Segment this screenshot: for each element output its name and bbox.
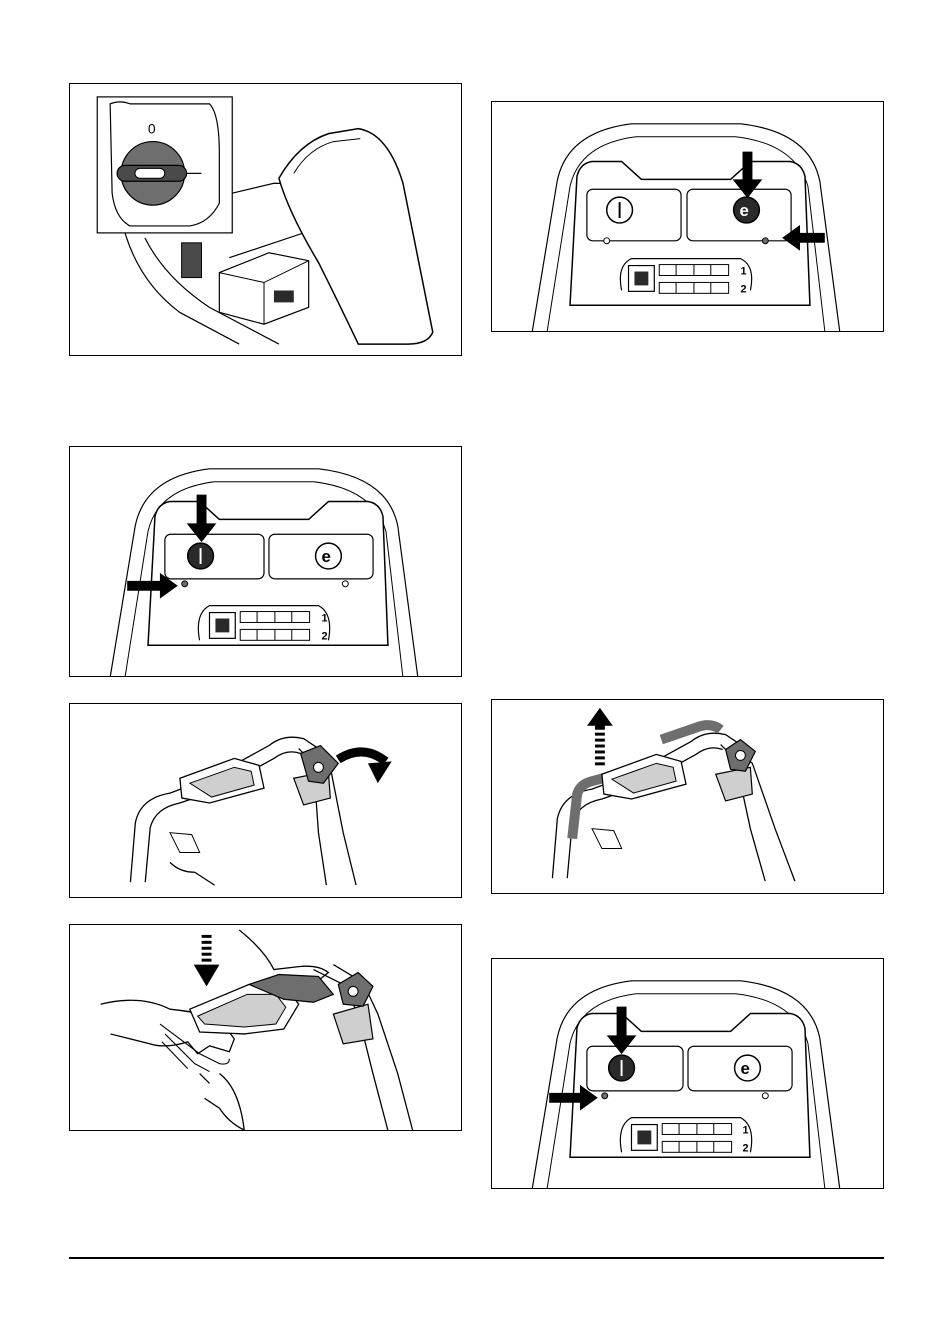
figure-panel-power: e 1 2: [69, 446, 462, 677]
battery-level-1-label: 1: [741, 265, 747, 277]
stop-button-icon: [631, 1125, 657, 1151]
svg-text:e: e: [322, 547, 331, 566]
eco-button-icon: e: [316, 543, 342, 569]
stop-button-icon: [629, 266, 655, 292]
figure-battery-compartment: 0: [69, 83, 462, 356]
arrow-icon: [338, 752, 391, 783]
figure-handle-lever: [69, 703, 462, 898]
svg-text:e: e: [740, 201, 749, 220]
figure-hands-press-handle: [69, 924, 462, 1131]
arrow-icon: [194, 935, 220, 986]
battery-level-2-label: 2: [741, 283, 747, 295]
figure-handle-lift: [491, 699, 884, 894]
footer-rule: [69, 1257, 884, 1259]
power-button-icon: [609, 1055, 635, 1081]
power-button-icon: [607, 197, 633, 223]
power-button-icon: [188, 543, 214, 569]
figure-panel-eco: e 1 2: [491, 101, 884, 332]
stop-button-icon: [209, 613, 235, 639]
figure-panel-power-2: e 1 2: [491, 958, 884, 1189]
svg-text:e: e: [741, 1059, 750, 1078]
battery-level-1-label: 1: [322, 612, 328, 624]
arrow-icon: [587, 708, 613, 765]
key-position-label: 0: [148, 121, 156, 137]
eco-button-icon: e: [734, 197, 760, 223]
battery-level-1-label: 1: [743, 1124, 749, 1136]
eco-button-icon: e: [735, 1055, 761, 1081]
battery-level-2-label: 2: [743, 1142, 749, 1154]
battery-level-2-label: 2: [322, 630, 328, 642]
